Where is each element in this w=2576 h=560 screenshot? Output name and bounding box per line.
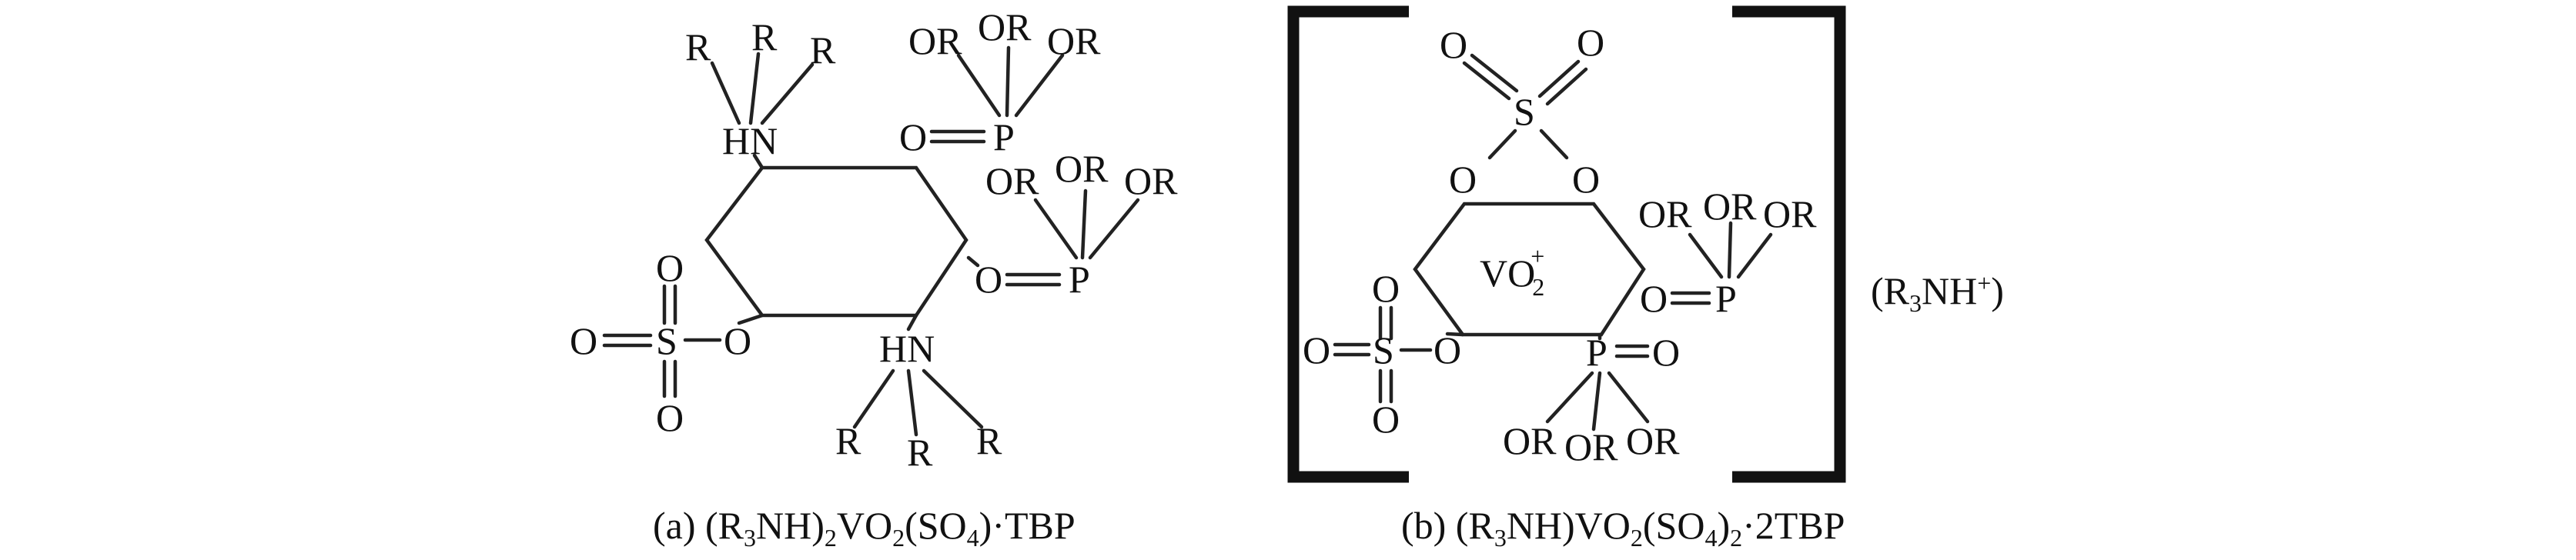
p1-label: P: [993, 115, 1015, 158]
left-bracket: [1287, 5, 1409, 483]
r-bot-1: R: [835, 419, 861, 462]
o-p1-label: O: [899, 115, 927, 158]
o-s1-left: O: [1440, 23, 1467, 66]
o-s1-lower-right: O: [1572, 158, 1600, 201]
or-pe-3: OR: [1763, 192, 1817, 235]
s1-label: S: [1514, 90, 1535, 133]
o-p-ring-label: O: [1652, 331, 1680, 374]
cation-label: (R3NH+): [1871, 269, 2004, 317]
o-s2-left: O: [1303, 328, 1330, 372]
p-ext-label: P: [1715, 277, 1737, 320]
vo2-label: VO2+: [1480, 242, 1544, 301]
r-top-1: R: [685, 25, 711, 68]
or-pr-3: OR: [1626, 419, 1680, 462]
o-s-left-label: O: [570, 319, 597, 362]
s2-label: S: [1373, 328, 1394, 372]
structure-a: HN R R R O P OR OR OR O P OR OR OR O: [570, 5, 1178, 552]
or-pr-1: OR: [1503, 419, 1557, 462]
o-s-top-label: O: [656, 246, 684, 289]
or-pe-1: OR: [1638, 192, 1692, 235]
or-p2-1: OR: [985, 159, 1039, 202]
or-p1-3: OR: [1047, 19, 1101, 62]
o-s1-right: O: [1577, 21, 1604, 64]
hn-top-label: HN: [722, 119, 778, 162]
ring-a: [704, 165, 969, 318]
s-label: S: [656, 319, 677, 362]
caption-b: (b) (R3NH)VO2(SO4)2·2TBP: [1401, 504, 1845, 552]
r-top-3: R: [810, 28, 836, 72]
o-s-bottom-label: O: [656, 396, 684, 439]
or-pe-2: OR: [1703, 185, 1757, 228]
or-p2-3: OR: [1124, 159, 1178, 202]
o-s-right-label: O: [724, 319, 751, 362]
caption-a: (a) (R3NH)2VO2(SO4)·TBP: [653, 504, 1076, 552]
structure-b: O O S O O VO2+ O O S O O P O: [1287, 5, 2004, 552]
p-ring-label: P: [1586, 331, 1607, 374]
o-s1-lower-left: O: [1449, 158, 1477, 201]
or-p1-1: OR: [908, 19, 962, 62]
or-pr-2: OR: [1564, 425, 1618, 468]
o-pe-label: O: [1640, 277, 1668, 320]
or-p1-2: OR: [978, 5, 1032, 48]
hn-bottom-label: HN: [879, 327, 935, 370]
r-top-2: R: [751, 15, 778, 58]
or-p2-2: OR: [1055, 147, 1109, 190]
p2-label: P: [1069, 258, 1090, 301]
r-bot-2: R: [907, 431, 933, 474]
o-s2-bottom: O: [1372, 398, 1400, 441]
o-s2-top: O: [1372, 267, 1400, 310]
r-bot-3: R: [976, 419, 1002, 462]
right-bracket: [1732, 5, 1846, 483]
